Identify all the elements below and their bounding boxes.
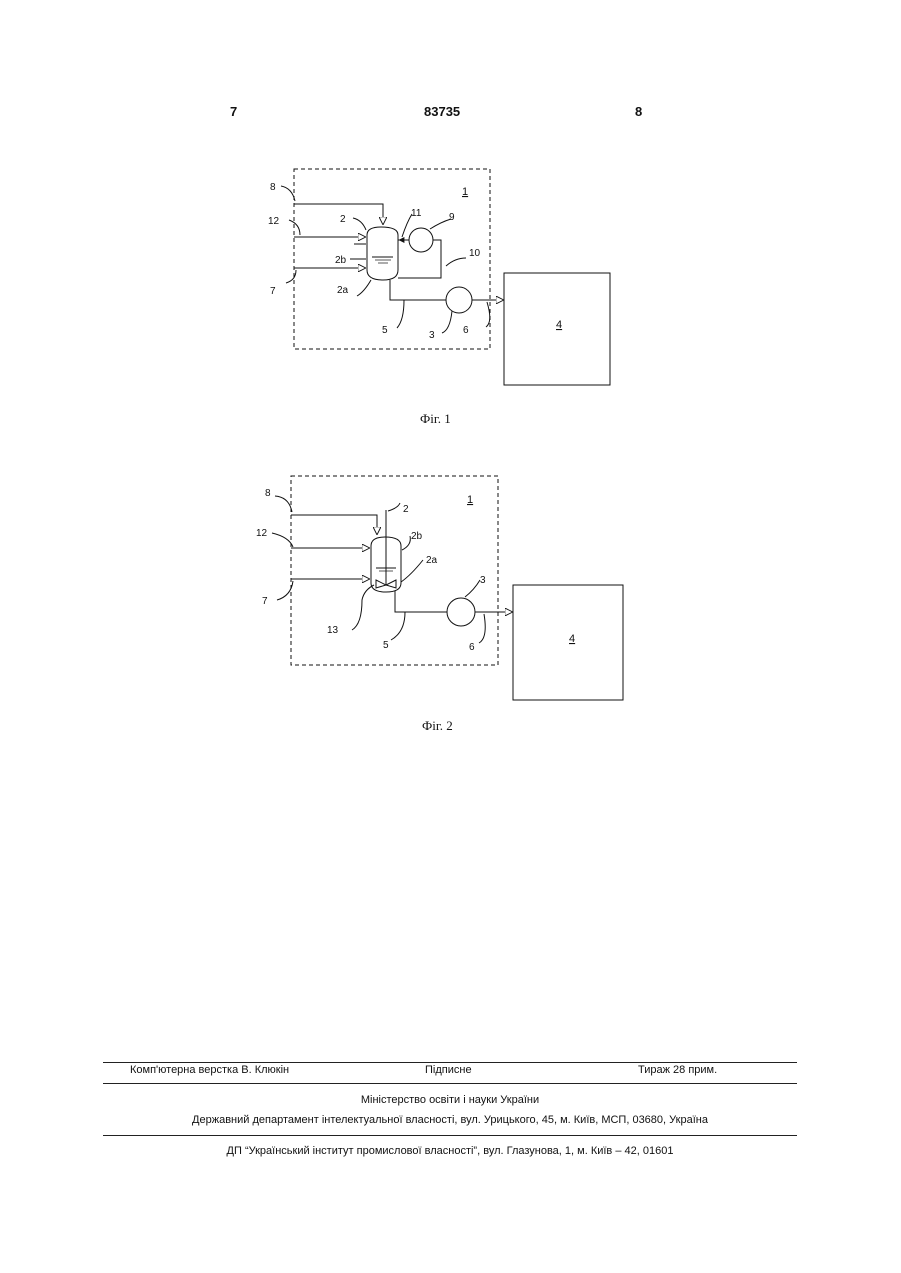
fig2-label-3: 3 — [480, 575, 486, 586]
pump-3 — [447, 598, 475, 626]
imprint-ministry: Міністерство освіти і науки України — [103, 1094, 797, 1106]
fig2-label-7: 7 — [262, 596, 268, 607]
figure-1 — [281, 169, 610, 385]
fig2-label-2a: 2a — [426, 555, 438, 566]
fig2-label-1: 1 — [467, 494, 473, 506]
imprint-rule-middle — [103, 1083, 797, 1084]
unit-4-box — [513, 585, 623, 700]
figure-1-labels: 1 2 2a 2b 3 4 5 6 7 8 9 10 11 12 — [268, 182, 562, 341]
fig1-label-8: 8 — [270, 182, 276, 193]
line-10 — [398, 240, 441, 278]
imprint-rule-top — [103, 1062, 797, 1063]
fig2-label-12: 12 — [256, 528, 268, 539]
imprint-department: Державний департамент інтелектуальної вл… — [103, 1114, 797, 1126]
fig2-label-8: 8 — [265, 488, 271, 499]
fig1-label-3: 3 — [429, 330, 435, 341]
fig1-label-2: 2 — [340, 214, 346, 225]
fig1-label-10: 10 — [469, 248, 481, 259]
fig2-label-4: 4 — [569, 633, 575, 645]
figure-2-caption: Фіг. 2 — [422, 718, 453, 734]
imprint-signed: Підписне — [425, 1064, 472, 1076]
fig2-label-2b: 2b — [411, 531, 423, 542]
line-8 — [291, 515, 377, 534]
figure-2 — [272, 476, 623, 700]
fig1-label-2a: 2a — [337, 285, 349, 296]
line-8 — [294, 204, 383, 224]
imprint-circulation: Тираж 28 прим. — [638, 1064, 717, 1076]
vessel-2 — [367, 227, 398, 280]
fig1-label-6: 6 — [463, 325, 469, 336]
figure-2-labels: 1 2 2a 2b 3 4 5 6 7 8 12 13 — [256, 488, 575, 653]
fig1-label-1: 1 — [462, 186, 468, 198]
pump-9 — [409, 228, 433, 252]
fig1-label-4: 4 — [556, 319, 562, 331]
line-5 — [390, 280, 446, 300]
fig1-label-11: 11 — [411, 208, 422, 219]
fig1-label-9: 9 — [449, 212, 455, 223]
fig1-label-7: 7 — [270, 286, 276, 297]
line-5 — [395, 591, 447, 612]
figure-1-caption: Фіг. 1 — [420, 411, 451, 427]
fig2-label-5: 5 — [383, 640, 389, 651]
pump-3 — [446, 287, 472, 313]
imprint-rule-bottom — [103, 1135, 797, 1136]
fig1-label-5: 5 — [382, 325, 388, 336]
imprint-layout: Комп'ютерна верстка В. Клюкін — [130, 1064, 289, 1076]
fig2-label-13: 13 — [327, 625, 339, 636]
fig1-label-2b: 2b — [335, 255, 347, 266]
fig1-label-12: 12 — [268, 216, 280, 227]
imprint-institute: ДП “Український інститут промислової вла… — [103, 1145, 797, 1157]
fig2-label-6: 6 — [469, 642, 475, 653]
fig2-label-2: 2 — [403, 504, 409, 515]
